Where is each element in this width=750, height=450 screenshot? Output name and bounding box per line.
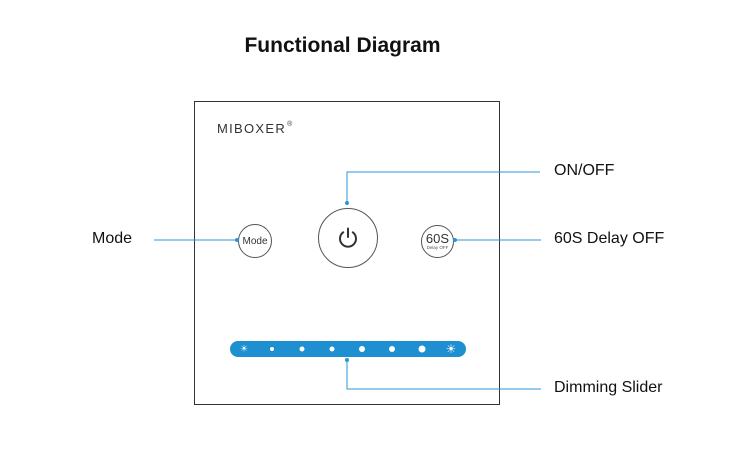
brand-name: MIBOXER	[217, 121, 287, 136]
delay-callout-dot	[453, 238, 457, 242]
diagram-title: Functional Diagram	[244, 34, 441, 57]
registered-mark: ®	[287, 121, 294, 128]
mode-button[interactable]: Mode	[238, 224, 272, 258]
slider-callout-line	[346, 360, 541, 390]
dimming-slider[interactable]: ☀ ☀	[230, 341, 466, 357]
slider-dot	[418, 345, 426, 353]
dimming-slider-label: Dimming Slider	[554, 379, 663, 396]
power-button[interactable]	[318, 208, 378, 268]
power-icon	[339, 227, 357, 248]
delay-button-main-label: 60S	[425, 230, 450, 246]
on-off-label: ON/OFF	[554, 162, 615, 179]
sun-large-icon: ☀	[445, 342, 457, 356]
sun-small-icon: ☀	[239, 343, 249, 354]
slider-dot	[359, 346, 365, 352]
delay-off-label: 60S Delay OFF	[554, 230, 665, 247]
on-off-callout-dot	[345, 201, 349, 205]
slider-callout-dot	[345, 358, 349, 362]
mode-button-label: Mode	[242, 235, 268, 247]
mode-callout-dot	[235, 238, 239, 242]
on-off-callout-line	[346, 171, 540, 203]
delay-button-sub-label: Delay OFF	[426, 244, 449, 250]
slider-dot	[389, 346, 395, 352]
slider-dot	[270, 347, 274, 351]
slider-dot	[299, 346, 305, 352]
wall-panel: MIBOXER® Mode 60S Delay OFF ☀ ☀	[194, 101, 500, 405]
delay-off-button[interactable]: 60S Delay OFF	[421, 225, 454, 258]
brand-logo: MIBOXER®	[217, 121, 294, 136]
slider-dot	[329, 346, 335, 352]
mode-label: Mode	[92, 230, 133, 247]
